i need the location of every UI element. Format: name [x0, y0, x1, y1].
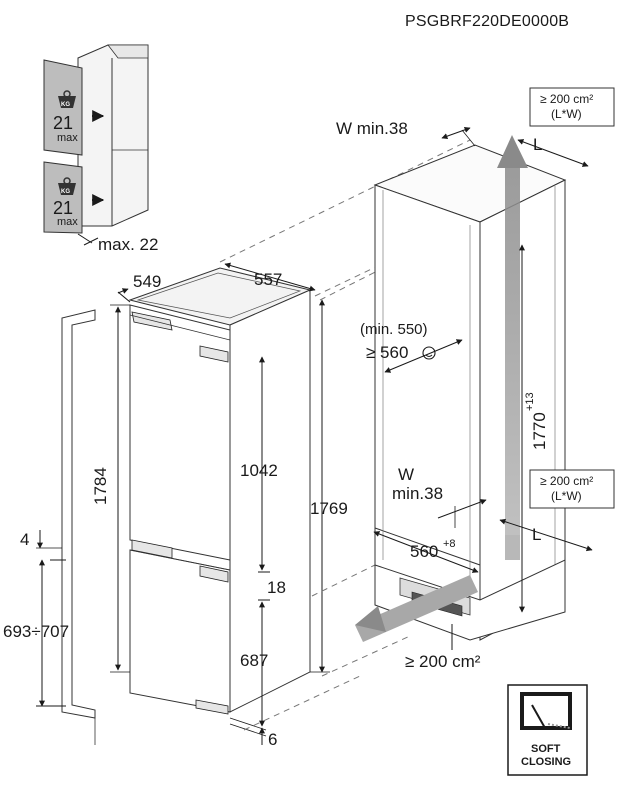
weight-icon: [58, 90, 76, 108]
vent-top-line1: ≥ 200 cm²: [540, 92, 593, 106]
door-load-illustration: KG 21 max KG 21 max max. 22: [43, 44, 158, 254]
weight-icon: [58, 177, 76, 195]
width-bottom-line1: W: [398, 465, 414, 484]
vent-mid-line1: ≥ 200 cm²: [540, 474, 593, 488]
max-offset-label: max. 22: [98, 235, 158, 254]
frame-height-label: 1769: [310, 499, 348, 518]
airflow-arrow-icon: [505, 162, 520, 557]
length-bottom-label: L: [532, 525, 541, 544]
door-load-upper-value: 21: [53, 113, 73, 133]
width-top-label: W min.38: [336, 119, 408, 138]
depth-prefix: ≥ 560: [366, 343, 408, 362]
door-load-lower-unit: max: [57, 216, 78, 228]
model-code: PSGBRF220DE0000B: [405, 13, 569, 30]
vent-mid-box: [529, 469, 615, 509]
niche-height-tolerance: +13: [524, 392, 536, 411]
weight-badge-lower: KG: [61, 189, 70, 195]
vent-top-box: [529, 87, 615, 127]
min-depth-note: (min. 550): [360, 321, 428, 338]
weight-badge-upper: KG: [61, 102, 70, 108]
length-top-label: L: [533, 135, 542, 154]
niche-height-label: 1770: [530, 412, 549, 450]
door-load-lower-value: 21: [53, 198, 73, 218]
lower-door-label: 687: [240, 651, 268, 670]
niche-drawing: ≥ 200 cm² (L*W) W min.38 L (min. 550) ≥ …: [336, 87, 615, 671]
depth-bottom-tolerance: +8: [443, 538, 456, 550]
soft-closing-icon: SOFT CLOSING: [507, 684, 588, 776]
bottom-gap-label: 6: [268, 730, 277, 749]
vent-top-line2: (L*W): [551, 107, 582, 121]
upper-door: [129, 304, 231, 561]
gap-label: 18: [267, 578, 286, 597]
airflow-arrow-icon: [355, 575, 478, 642]
side-profile: 4 693÷707: [3, 309, 96, 745]
depth-label: 549: [133, 272, 161, 291]
airflow-arrow-icon: [497, 135, 528, 168]
width-bottom-line2: min.38: [392, 484, 443, 503]
appliance-drawing: 549 557 1784 1769 1042 18 687 6: [91, 262, 348, 749]
side-gap-label: 4: [20, 530, 29, 549]
total-height-label: 1784: [91, 467, 110, 505]
vent-mid-line2: (L*W): [551, 489, 582, 503]
soft-closing-line2: CLOSING: [521, 756, 571, 768]
lower-door-panel: [43, 161, 83, 234]
side-range-label: 693÷707: [3, 622, 69, 641]
soft-closing-line1: SOFT: [531, 743, 561, 755]
width-label: 557: [254, 270, 282, 289]
upper-door-label: 1042: [240, 461, 278, 480]
vent-bottom-label: ≥ 200 cm²: [405, 652, 481, 671]
door-load-upper-unit: max: [57, 132, 78, 144]
